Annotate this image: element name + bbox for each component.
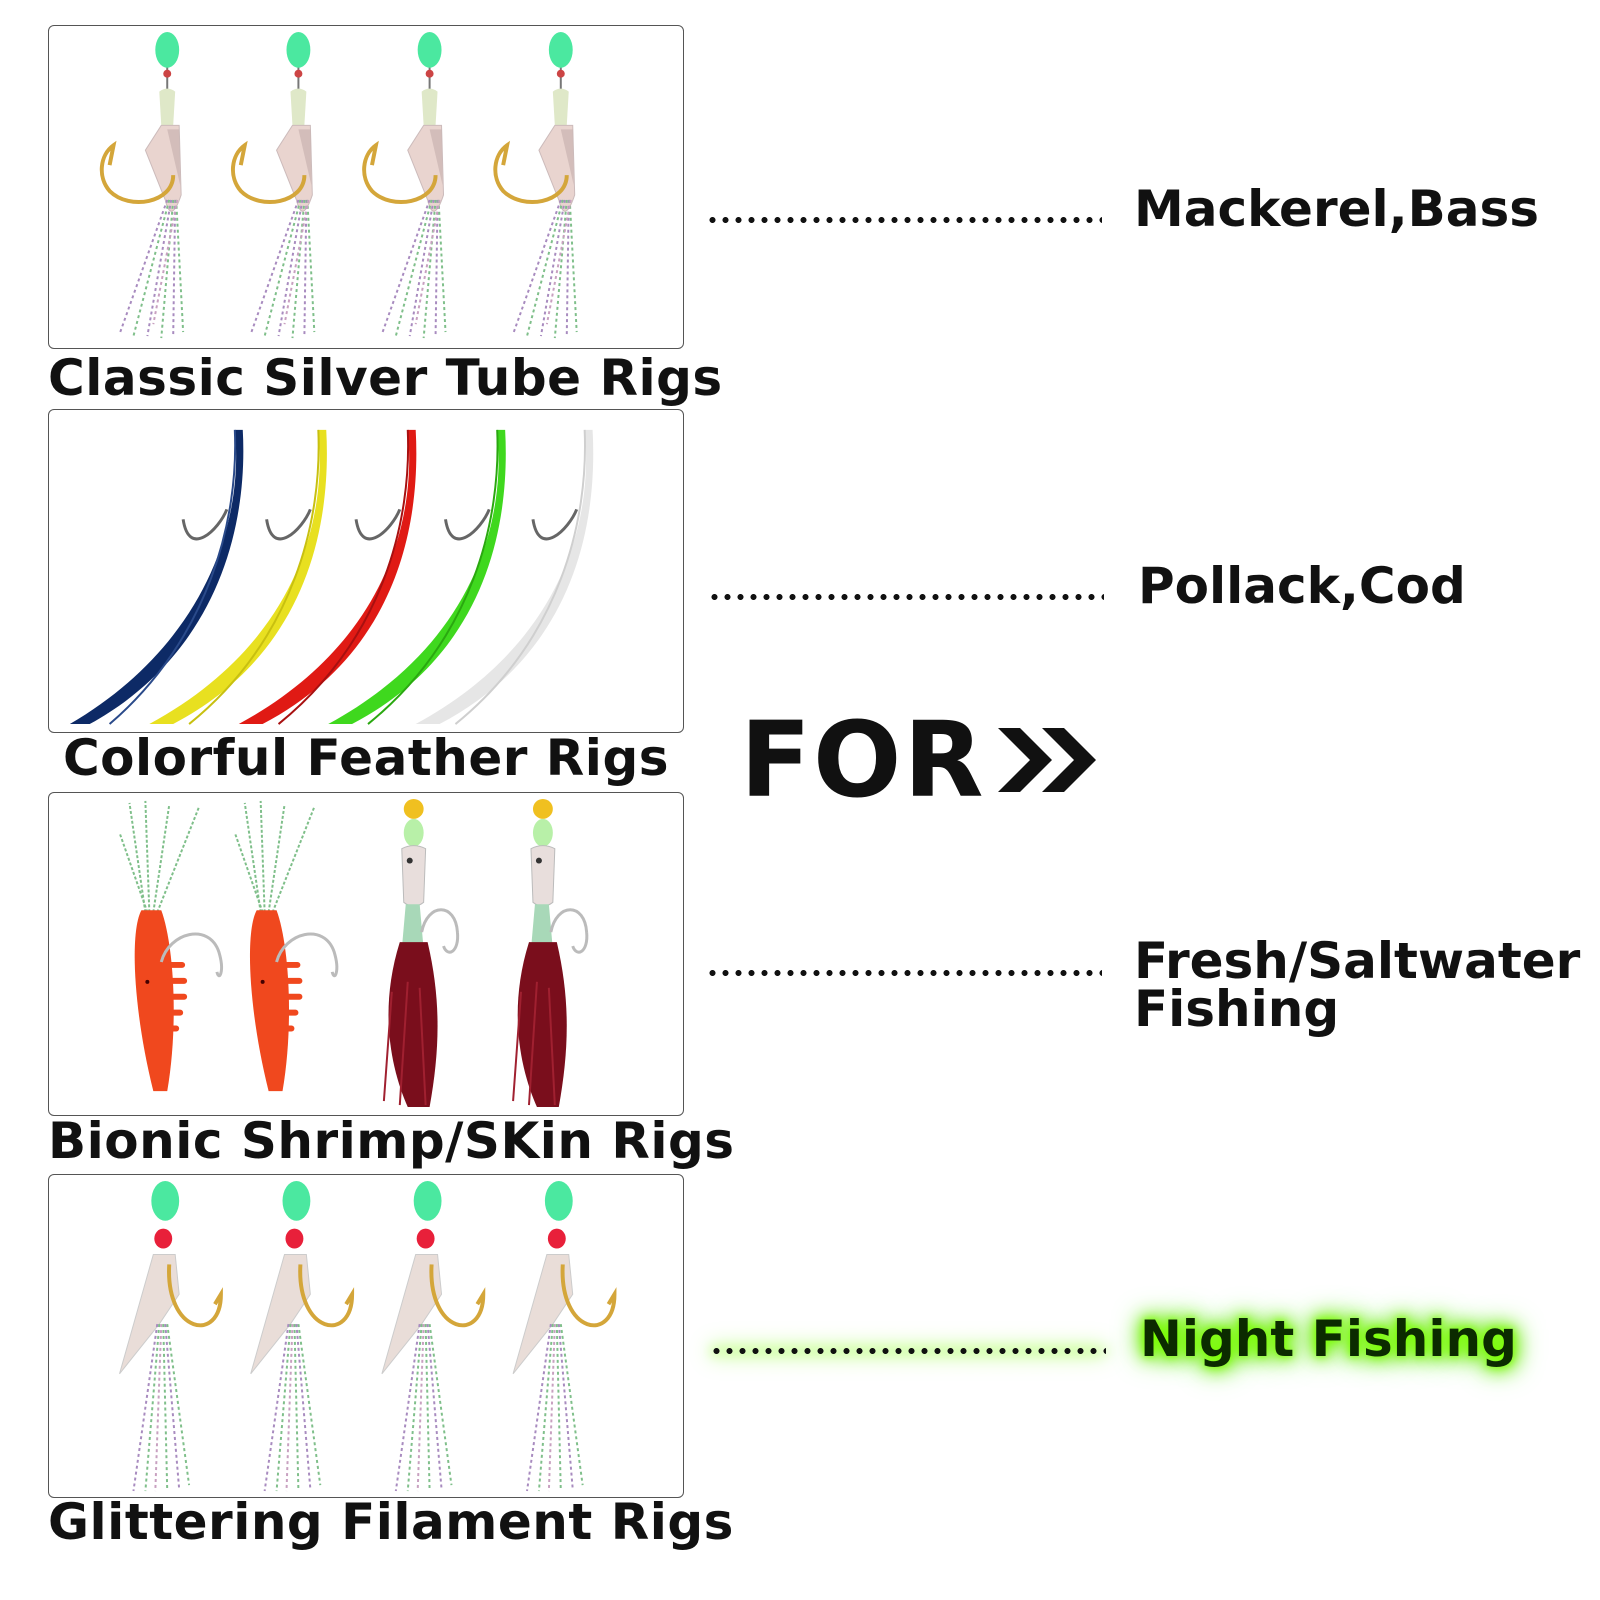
target-fresh-saltwater: Fresh/Saltwater xyxy=(1134,932,1581,990)
feather-white xyxy=(415,429,594,725)
double-chevron-right-icon xyxy=(997,728,1096,792)
rig-image-glitter-filament xyxy=(48,1174,684,1498)
feather-rigs-illustration xyxy=(69,429,594,725)
feather-red xyxy=(238,429,417,725)
caption-feather-rigs: Colorful Feather Rigs xyxy=(62,729,670,787)
caption-silver-tube-rigs: Classic Silver Tube Rigs xyxy=(48,349,723,407)
rig-image-silver-tube xyxy=(48,25,684,349)
dotted-leader-2 xyxy=(708,592,1104,602)
for-label-group: FOR xyxy=(740,708,1104,812)
caption-glitter-filament-rigs: Glittering Filament Rigs xyxy=(48,1493,734,1551)
dotted-leader-3 xyxy=(706,968,1102,978)
glitter-filament-rigs-illustration xyxy=(119,1178,617,1494)
feather-blue xyxy=(69,429,244,725)
for-label: FOR xyxy=(740,699,986,821)
dotted-leader-1 xyxy=(706,215,1102,225)
dotted-leader-4 xyxy=(710,1346,1106,1356)
caption-shrimp-skin-rigs: Bionic Shrimp/SKin Rigs xyxy=(48,1112,735,1170)
rig-image-shrimp-skin xyxy=(48,792,684,1116)
target-fishing: Fishing xyxy=(1134,980,1340,1038)
target-pollack-cod: Pollack,Cod xyxy=(1138,557,1466,615)
rig-image-feather xyxy=(48,409,684,733)
silver-tube-rigs-illustration xyxy=(99,29,579,341)
shrimp-skin-rigs-illustration xyxy=(118,797,589,1109)
feather-yellow xyxy=(149,429,327,725)
target-mackerel-bass: Mackerel,Bass xyxy=(1134,180,1540,238)
feather-green xyxy=(328,429,506,725)
target-night-fishing: Night Fishing xyxy=(1140,1310,1517,1368)
